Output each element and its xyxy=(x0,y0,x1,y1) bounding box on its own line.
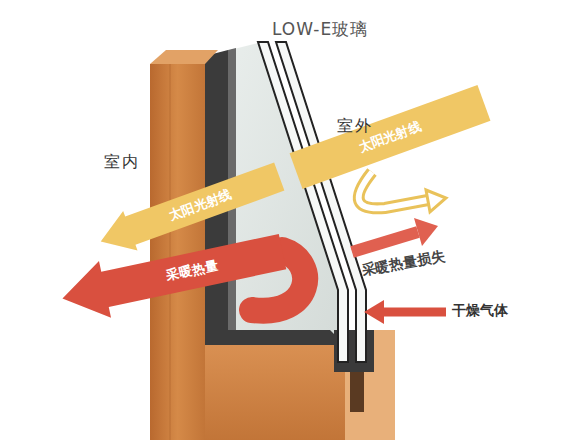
frame-sill xyxy=(205,345,345,440)
reflect-arrow xyxy=(359,172,428,208)
reflect-arrow-head xyxy=(426,190,446,212)
text-label: LOW-E玻璃 xyxy=(272,18,368,41)
gas-arrow-head xyxy=(364,300,384,324)
text-label: 干燥气体 xyxy=(452,302,508,320)
heat-loss-arrow xyxy=(352,232,418,252)
frame-top xyxy=(150,50,218,64)
heat-loss-arrow-head xyxy=(414,218,438,246)
sill-channel xyxy=(350,372,364,412)
gas-arrow xyxy=(380,308,446,317)
wood-grain xyxy=(170,64,171,440)
text-label: 采暖热量损失 xyxy=(360,248,446,280)
text-label: 室内 xyxy=(104,152,140,173)
sill-profile xyxy=(205,330,345,345)
arrow-fill xyxy=(56,223,288,327)
text-label: 室外 xyxy=(337,116,373,137)
arrow-band: 太阳光射线 xyxy=(290,85,491,189)
reflect-arrow xyxy=(359,172,428,208)
arrow-fill xyxy=(290,85,491,189)
